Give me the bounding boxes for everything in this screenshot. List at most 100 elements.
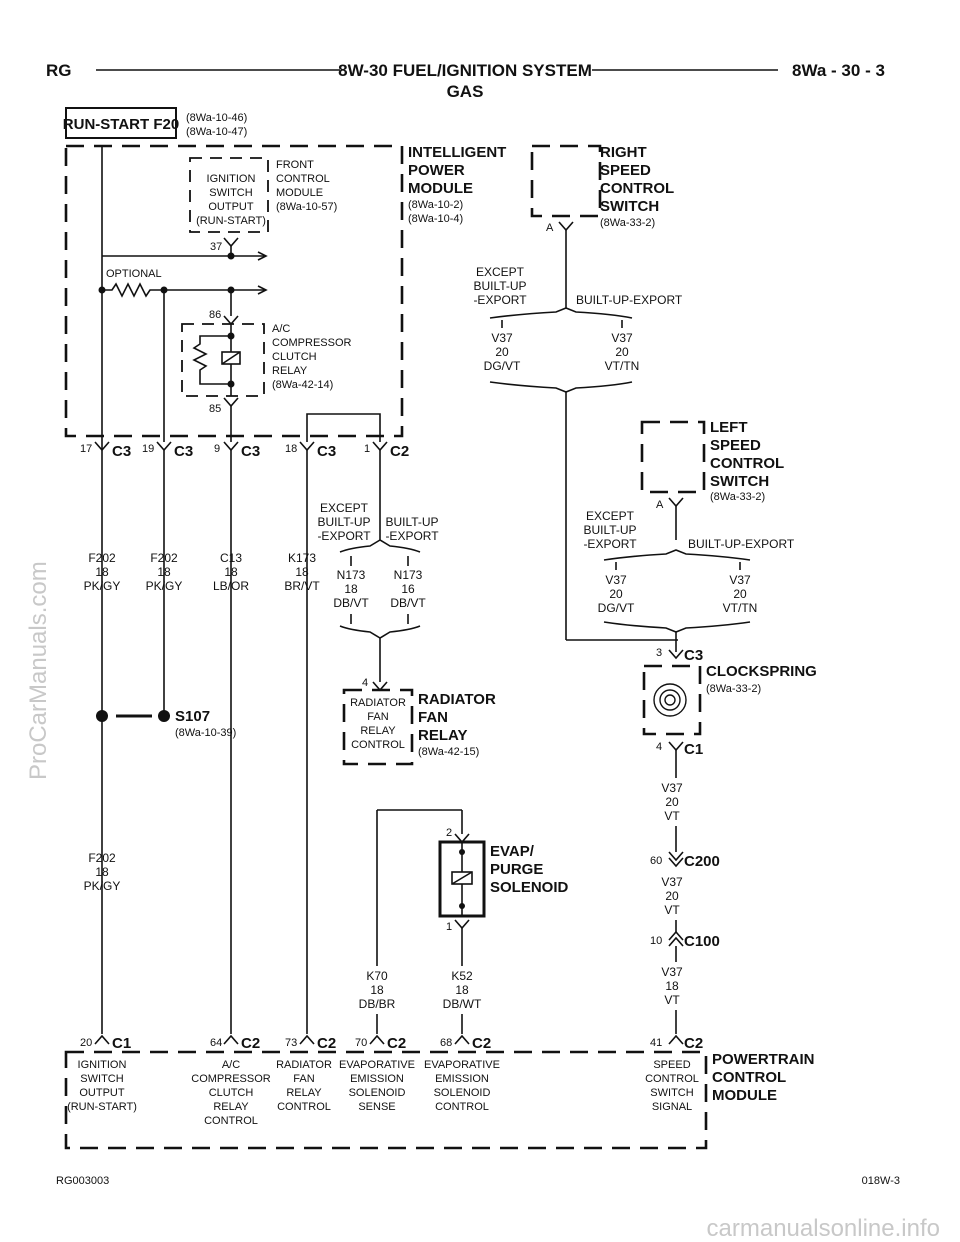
rad-relay-ref: (8Wa-42-15) [418,746,479,758]
svg-text:18: 18 [370,983,384,997]
svg-text:DB/WT: DB/WT [443,997,482,1011]
svg-text:18: 18 [295,565,309,579]
svg-text:V37: V37 [729,573,751,587]
arrow [257,251,268,261]
ipm-ref1: (8Wa-10-2) [408,199,463,211]
svg-text:RELAY: RELAY [213,1101,249,1113]
run-start-ref1: (8Wa-10-46) [186,112,247,124]
evap-pin-2: 2 [446,827,452,839]
conn-c2-a: C2 [390,443,409,460]
svg-text:F202: F202 [150,551,178,565]
conn-c3-d: C3 [317,443,336,460]
run-start-label: RUN-START F20 [63,116,179,133]
ls-except-1: EXCEPT [586,509,635,523]
conn-c3-a: C3 [112,443,131,460]
connector [454,919,470,930]
pcm-label-3: MODULE [712,1087,777,1104]
pcm-c2-e: C2 [684,1035,703,1052]
pcm-pin-64: 64 [210,1037,222,1049]
clockspring-label: CLOCKSPRING [706,663,817,680]
pcm-c2-a: C2 [241,1035,260,1052]
svg-text:C13: C13 [220,551,242,565]
ipm-label-1: INTELLIGENT [408,144,506,161]
c200-connector [668,851,684,868]
relay-85: 85 [209,403,221,415]
svg-text:EMISSION: EMISSION [350,1073,404,1085]
pin-9: 9 [214,443,220,455]
n173-join [339,625,421,639]
rad-relay-l2: FAN [418,709,448,726]
ipm-ref2: (8Wa-10-4) [408,213,463,225]
rad-relay-i2: FAN [367,711,388,723]
left-switch-1: LEFT [710,419,748,436]
fcm-4: (8Wa-10-57) [276,201,337,213]
pcm-label-2: CONTROL [712,1069,786,1086]
rs-bue: BUILT-UP-EXPORT [576,293,683,307]
svg-text:EVAPORATIVE: EVAPORATIVE [339,1059,415,1071]
svg-text:16: 16 [401,582,415,596]
pcm-pin-70: 70 [355,1037,367,1049]
svg-text:DB/BR: DB/BR [359,997,396,1011]
pcm-func-labels: IGNITION SWITCH OUTPUT (RUN-START) A/C C… [67,1059,699,1127]
svg-text:OUTPUT: OUTPUT [79,1087,125,1099]
cs-pin-4: 4 [656,741,662,753]
svg-text:DB/VT: DB/VT [390,596,426,610]
page-number: 8Wa - 30 - 3 [792,61,885,80]
svg-text:20: 20 [665,889,679,903]
left-switch-box [640,420,706,494]
left-switch-4: SWITCH [710,473,769,490]
rs-except-2: BUILT-UP [473,279,526,293]
ac-relay-4: RELAY [272,365,308,377]
ign-out-2: SWITCH [209,187,252,199]
svg-text:18: 18 [95,865,109,879]
footer-code-right: 018W-3 [862,1175,900,1187]
page-subtitle: GAS [447,82,484,101]
svg-text:EMISSION: EMISSION [435,1073,489,1085]
svg-text:N173: N173 [337,568,366,582]
rs-except-1: EXCEPT [476,265,525,279]
cs-c1: C1 [684,741,703,758]
k70-k52-labels: K70 18 DB/BR K52 18 DB/WT [359,969,482,1011]
svg-text:SIGNAL: SIGNAL [652,1101,692,1113]
node [659,689,681,711]
resistor [102,282,164,298]
svg-text:20: 20 [665,795,679,809]
svg-text:18: 18 [224,565,238,579]
n173-except-2: BUILT-UP [317,515,370,529]
rs-split [489,307,633,319]
f202-lower-label: F202 18 PK/GY [84,851,121,893]
n173-split [339,539,421,553]
fcm-box [189,157,269,233]
cs-c3: C3 [684,647,703,664]
ign-out-3: OUTPUT [208,201,254,213]
pcm-pin-20: 20 [80,1037,92,1049]
right-switch-ref: (8Wa-33-2) [600,217,655,229]
svg-text:CONTROL: CONTROL [645,1073,699,1085]
svg-text:20: 20 [609,587,623,601]
ipm-box [64,144,404,438]
svg-text:N173: N173 [394,568,423,582]
svg-text:A/C: A/C [222,1059,240,1071]
header-code: RG [46,61,72,80]
svg-text:DG/VT: DG/VT [484,359,521,373]
rad-relay-l1: RADIATOR [418,691,496,708]
pcm-label-1: POWERTRAIN [712,1051,815,1068]
ac-relay-3: CLUTCH [272,351,317,363]
fcm-3: MODULE [276,187,323,199]
pin-18: 18 [285,443,297,455]
n173-bu-1: BUILT-UP [385,515,438,529]
fcm-1: FRONT [276,159,314,171]
rad-relay-i3: RELAY [360,725,396,737]
rad-relay-l3: RELAY [418,727,467,744]
connector [223,315,239,326]
ls-join [603,621,751,633]
svg-text:VT: VT [664,903,680,917]
arrow [257,285,268,295]
pcm-box [64,1050,708,1150]
left-switch-ref: (8Wa-33-2) [710,491,765,503]
svg-text:18: 18 [157,565,171,579]
svg-text:18: 18 [665,979,679,993]
svg-text:SOLENOID: SOLENOID [434,1087,491,1099]
svg-text:V37: V37 [661,965,683,979]
